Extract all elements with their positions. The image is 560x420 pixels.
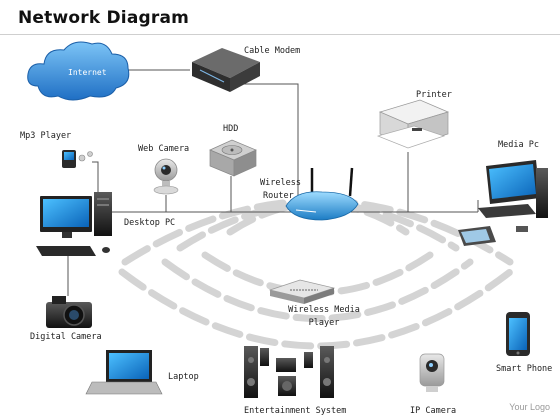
page-title: Network Diagram	[18, 8, 190, 28]
laptop-icon	[85, 350, 163, 395]
footer-logo-text: Your Logo	[509, 402, 550, 412]
ip-camera-icon	[419, 353, 445, 392]
smart-phone-icon	[506, 312, 530, 356]
hdd-label: HDD	[223, 124, 239, 134]
title-divider	[0, 34, 560, 35]
printer-icon	[376, 99, 450, 149]
media-pc-label: Media Pc	[498, 140, 539, 150]
internet-cloud-icon	[27, 41, 130, 101]
mp3-player-icon	[62, 150, 93, 168]
cable-modem-icon	[192, 48, 260, 92]
web-camera-icon	[153, 158, 179, 195]
modem-to-router-line	[238, 83, 299, 200]
wireless-router-label-line1: Wireless	[260, 178, 301, 188]
entertainment-system-icon	[244, 346, 334, 398]
printer-label: Printer	[416, 90, 452, 100]
mp3-player-label: Mp3 Player	[20, 131, 72, 141]
web-camera-label: Web Camera	[138, 144, 190, 154]
wireless-router-label-line2: Router	[263, 191, 294, 201]
laptop-label: Laptop	[168, 372, 199, 382]
smart-phone-label: Smart Phone	[496, 364, 553, 374]
digital-camera-label: Digital Camera	[30, 332, 102, 342]
wireless-media-player-icon	[268, 279, 336, 304]
wireless-router-icon	[285, 167, 359, 221]
wireless-media-player-label-line1: Wireless Media	[288, 305, 360, 315]
ip-camera-label: IP Camera	[410, 406, 457, 416]
hdd-icon	[209, 139, 257, 177]
mp3-to-pc-line	[92, 161, 99, 196]
digital-camera-icon	[46, 296, 92, 328]
desktop-pc-icon	[36, 192, 112, 256]
media-pc-icon	[458, 160, 548, 246]
cable-modem-label: Cable Modem	[244, 46, 301, 56]
wired-connections	[67, 69, 479, 296]
wireless-media-player-label-line2: Player	[308, 318, 340, 328]
internet-label: Internet	[68, 68, 107, 77]
desktop-pc-label: Desktop PC	[124, 218, 176, 228]
entertainment-system-label: Entertainment System	[244, 406, 347, 416]
